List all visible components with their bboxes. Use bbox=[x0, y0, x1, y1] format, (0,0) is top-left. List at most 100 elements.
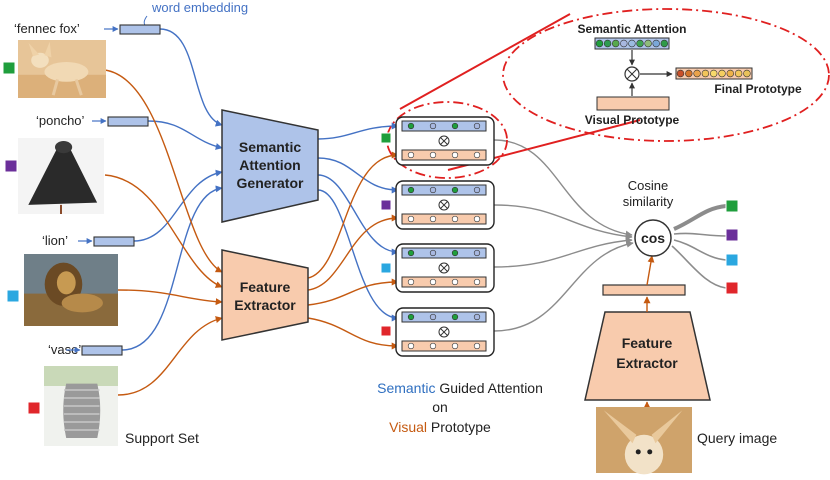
attention-dot bbox=[429, 186, 437, 194]
zoom-attention-dot bbox=[603, 39, 612, 48]
prototype-dot bbox=[429, 151, 437, 159]
zoom-final-dot bbox=[676, 69, 685, 78]
caption-line-3: Visual Prototype bbox=[389, 419, 491, 435]
zoom-final-dot bbox=[734, 69, 743, 78]
prototype-dot bbox=[473, 342, 481, 350]
row-class-marker bbox=[380, 262, 392, 274]
support-item: ‘fennec fox’ bbox=[2, 21, 161, 98]
zoom-final-dot bbox=[701, 69, 710, 78]
prototype-dot bbox=[451, 278, 459, 286]
vase-photo bbox=[44, 366, 118, 446]
attention-dot bbox=[451, 249, 459, 257]
zoom-attention-dot bbox=[620, 39, 628, 48]
prototype-dot bbox=[473, 215, 481, 223]
zoom-final-dot bbox=[743, 69, 751, 78]
prototype-dot bbox=[407, 342, 415, 350]
zoom-final-dots bbox=[676, 69, 751, 78]
prototype-dot bbox=[451, 151, 459, 159]
cos-label: cos bbox=[641, 230, 665, 246]
zoom-attention-dots bbox=[595, 39, 668, 48]
feature-extractor-query bbox=[584, 311, 711, 401]
output-class-marker bbox=[725, 253, 739, 267]
output-class-marker bbox=[725, 199, 739, 213]
attention-vector bbox=[401, 247, 487, 259]
attention-dot bbox=[473, 313, 481, 321]
support-item: ‘poncho’ bbox=[4, 113, 149, 214]
prototype-dot bbox=[473, 278, 481, 286]
zoom-detail-ellipse bbox=[502, 8, 830, 142]
visual-prototype-vector bbox=[401, 149, 487, 161]
attention-dot bbox=[407, 313, 415, 321]
cos-node bbox=[634, 219, 672, 257]
zoom-final-dot bbox=[718, 69, 726, 78]
attention-dot bbox=[429, 249, 437, 257]
word-embedding-label: word embedding bbox=[151, 0, 248, 15]
attention-dot bbox=[407, 249, 415, 257]
class-word: ‘fennec fox’ bbox=[14, 21, 80, 36]
row-class-marker bbox=[380, 132, 392, 144]
zoom-final-prototype-label: Final Prototype bbox=[714, 82, 802, 96]
caption-visual: Visual bbox=[389, 419, 427, 435]
prototype-row bbox=[380, 180, 495, 230]
caption-prototype: Prototype bbox=[427, 419, 491, 435]
prototype-dot bbox=[407, 151, 415, 159]
caption-on: on bbox=[432, 399, 448, 415]
attention-dot bbox=[473, 122, 481, 130]
attention-dot bbox=[451, 186, 459, 194]
word-embedding-vector bbox=[119, 24, 161, 35]
poncho-photo bbox=[18, 138, 104, 214]
zoom-detail: Semantic Attention Final Prototype Visua… bbox=[578, 22, 802, 127]
word-to-generator-links bbox=[121, 28, 223, 351]
prototype-dot bbox=[429, 278, 437, 286]
class-word: ‘poncho’ bbox=[36, 113, 85, 128]
zoom-final-dot bbox=[726, 69, 734, 78]
prototype-to-cos-links bbox=[493, 139, 634, 332]
lion-photo bbox=[24, 254, 118, 326]
prototype-dot bbox=[451, 342, 459, 350]
attention-dot bbox=[473, 186, 481, 194]
prototype-row bbox=[380, 243, 495, 293]
query-vector-to-cos-arrow bbox=[646, 255, 655, 286]
attention-dot bbox=[451, 313, 459, 321]
semantic-attention-generator bbox=[221, 109, 319, 223]
visual-prototype-vector bbox=[401, 213, 487, 225]
zoom-attention-dot bbox=[660, 39, 668, 48]
query-feature-vector bbox=[602, 284, 686, 296]
attention-vector bbox=[401, 184, 487, 196]
image-to-extractor-links bbox=[104, 69, 223, 396]
visual-prototype-vector bbox=[401, 340, 487, 352]
zoom-attention-dot bbox=[595, 39, 604, 48]
attention-dot bbox=[407, 122, 415, 130]
prototype-row bbox=[380, 116, 495, 166]
class-color-marker bbox=[6, 289, 20, 303]
zoom-semantic-attention-label: Semantic Attention bbox=[578, 22, 687, 36]
zoom-final-dot bbox=[693, 69, 701, 78]
prototype-row bbox=[380, 307, 495, 357]
caption-semantic: Semantic bbox=[377, 380, 435, 396]
zoom-attention-dot bbox=[644, 39, 652, 48]
attention-dot bbox=[451, 122, 459, 130]
caption-guided-attention: Guided Attention bbox=[435, 380, 542, 396]
query-fennec-fox-photo bbox=[596, 407, 692, 475]
zoom-attention-dot bbox=[636, 39, 644, 48]
zoom-visual-prototype-label: Visual Prototype bbox=[585, 113, 680, 127]
word-embedding-vector bbox=[81, 345, 123, 356]
attention-dot bbox=[429, 313, 437, 321]
support-set-label: Support Set bbox=[125, 430, 199, 446]
output-class-marker bbox=[725, 228, 739, 242]
class-word: ‘lion’ bbox=[42, 233, 68, 248]
support-item: ‘lion’ bbox=[6, 233, 135, 326]
prototype-dot bbox=[429, 215, 437, 223]
feature-extractor-support bbox=[221, 249, 309, 341]
generator-to-attention-links bbox=[317, 122, 399, 322]
zoom-final-dot bbox=[709, 69, 718, 78]
prototype-dot bbox=[429, 342, 437, 350]
zoom-attention-dot bbox=[611, 39, 620, 48]
attention-dot bbox=[407, 186, 415, 194]
attention-vector bbox=[401, 120, 487, 132]
word-embedding-vector bbox=[107, 116, 149, 127]
prototype-dot bbox=[407, 278, 415, 286]
